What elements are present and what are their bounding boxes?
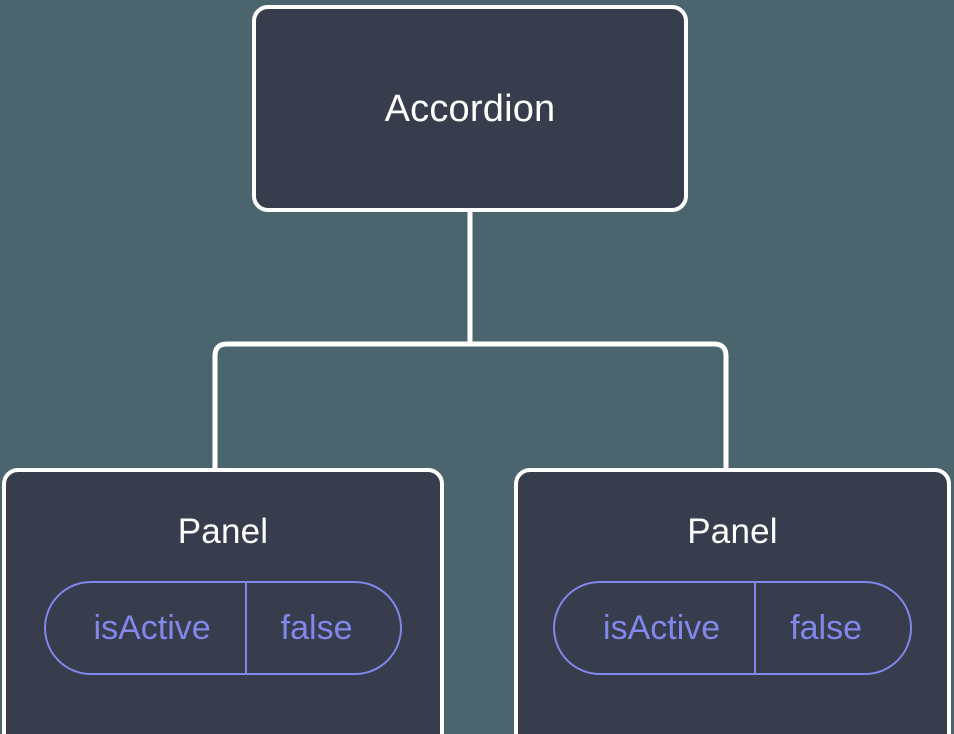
prop-value-right: false [790,609,862,647]
prop-value-left: false [280,609,353,647]
prop-key-left: isActive [46,583,247,673]
node-panel-right[interactable]: Panel isActive false [514,468,951,734]
prop-badge-isactive-left[interactable]: isActive false [43,581,403,675]
node-accordion-label: Accordion [384,87,556,130]
node-panel-left-label: Panel [177,512,269,551]
node-accordion[interactable]: Accordion [252,5,688,212]
edge-root-to-left-panel [212,211,473,470]
node-panel-left[interactable]: Panel isActive false [2,468,444,734]
prop-key-right: isActive [555,583,757,673]
node-panel-right-label: Panel [687,512,778,551]
prop-badge-isactive-right[interactable]: isActive false [553,581,912,675]
edge-root-to-right-panel [467,211,729,470]
